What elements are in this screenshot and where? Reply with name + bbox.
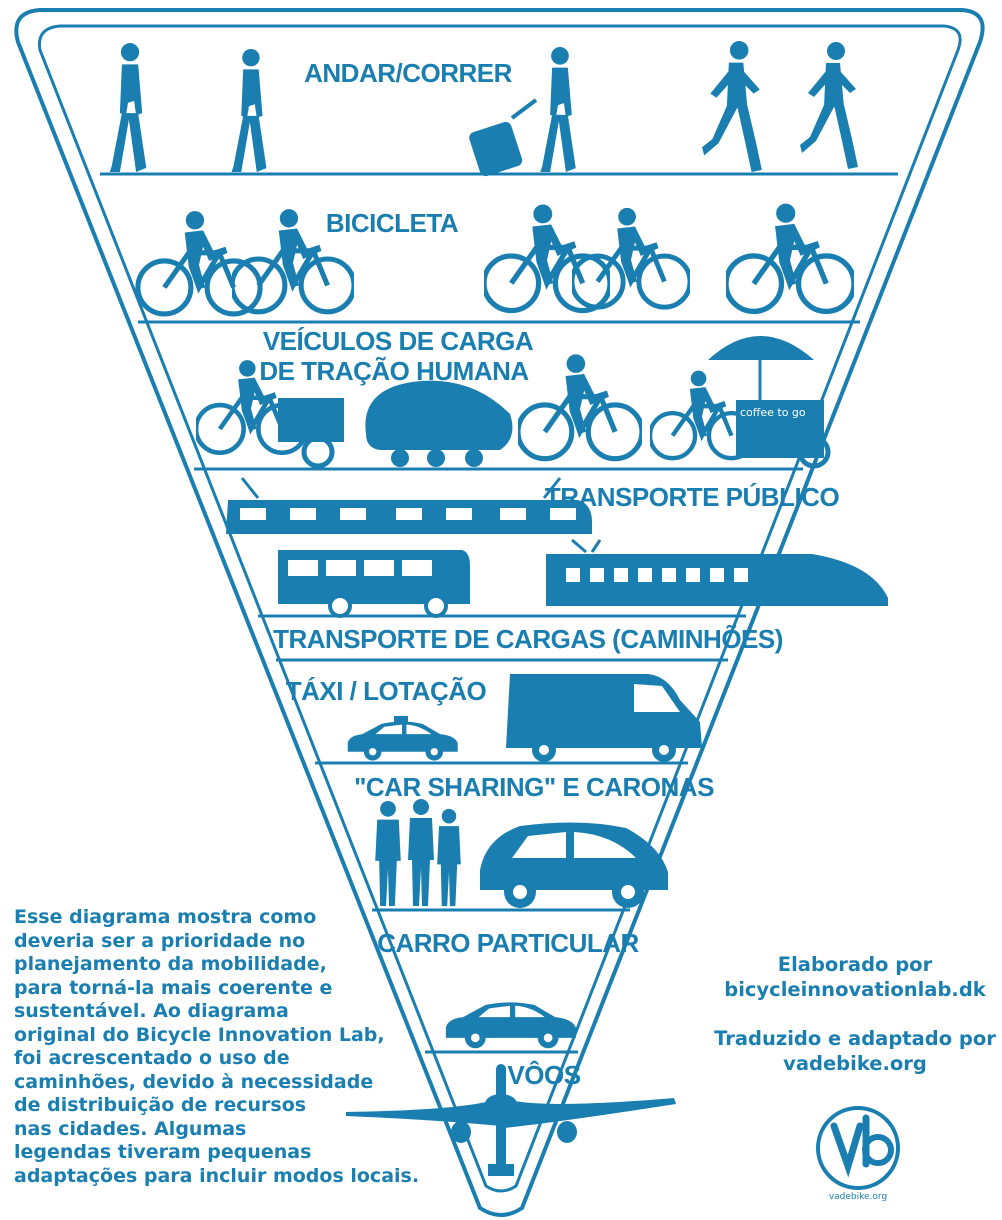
description-line: foi acrescentado o uso de bbox=[14, 1047, 290, 1069]
person-icon bbox=[375, 800, 401, 907]
tier-label-walking: ANDAR/CORRER bbox=[304, 58, 513, 88]
train-icon bbox=[546, 538, 888, 606]
vadebike-logo-icon bbox=[816, 1106, 900, 1190]
runner-woman-icon bbox=[800, 42, 858, 169]
credits-made-by-label: Elaborado por bbox=[777, 953, 933, 976]
credits-made-by-link[interactable]: bicycleinnovationlab.dk bbox=[724, 978, 986, 1001]
tier-label-freight: TRANSPORTE DE CARGAS (CAMINHÕES) bbox=[273, 624, 783, 654]
tier-freight: TRANSPORTE DE CARGAS (CAMINHÕES) bbox=[273, 624, 783, 654]
tier-label-car-sharing: "CAR SHARING" E CARONAS bbox=[354, 772, 714, 802]
description-line: legendas tiveram pequenas bbox=[14, 1141, 312, 1163]
taxi-icon bbox=[347, 716, 458, 761]
tier-car-sharing: "CAR SHARING" E CARONAS bbox=[354, 772, 715, 908]
tier-label-cargo-line-2: DE TRAÇÃO HUMANA bbox=[259, 356, 529, 386]
hatchback-car-icon bbox=[480, 822, 668, 908]
credits-block: Elaborado por bicycleinnovationlab.dk Tr… bbox=[708, 952, 1002, 1076]
description-line: Esse diagrama mostra como bbox=[14, 906, 317, 928]
description-line: de distribuição de recursos bbox=[14, 1094, 307, 1116]
person-icon bbox=[437, 808, 461, 907]
description-line: sustentável. Ao diagrama bbox=[14, 1000, 289, 1022]
tier-taxi: TÁXI / LOTAÇÃO bbox=[286, 674, 702, 762]
cargo-bike-icon bbox=[196, 360, 344, 469]
tier-label-public-transport: TRANSPORTE PÚBLICO bbox=[545, 482, 840, 512]
description-line: caminhões, devido à necessidade bbox=[14, 1070, 374, 1093]
tier-label-private-car: CARRO PARTICULAR bbox=[377, 928, 639, 958]
tier-label-bicycle: BICICLETA bbox=[326, 208, 459, 238]
tier-bicycle: BICICLETA bbox=[138, 204, 854, 314]
airplane-icon bbox=[346, 1064, 676, 1176]
credits-adapted-by-label: Traduzido e adaptado por bbox=[714, 1027, 996, 1050]
tier-walking: ANDAR/CORRER bbox=[109, 41, 858, 177]
walker-icon bbox=[109, 43, 147, 172]
traveler-with-suitcase-icon bbox=[469, 46, 576, 177]
description-line: original do Bicycle Innovation Lab, bbox=[14, 1023, 385, 1046]
description-line: deveria ser a prioridade no bbox=[14, 929, 306, 952]
description-text: Esse diagrama mostra como deveria ser a … bbox=[14, 906, 434, 1188]
walker-with-bag-icon bbox=[231, 48, 267, 173]
cyclist-icon bbox=[726, 204, 854, 312]
velomobile-icon bbox=[365, 380, 513, 467]
tier-cargo-vehicles: coffee to go VEÍCULOS DE CARGA DE TRAÇÃO… bbox=[196, 326, 831, 469]
tier-label-flights: VÔOS bbox=[507, 1060, 580, 1090]
tier-flights: VÔOS bbox=[346, 1060, 676, 1176]
tier-public-transport: TRANSPORTE PÚBLICO bbox=[226, 477, 888, 618]
description-line: para torná-la mais coerente e bbox=[14, 976, 333, 999]
credits-adapted-by-link[interactable]: vadebike.org bbox=[783, 1052, 927, 1075]
tier-label-cargo-line-1: VEÍCULOS DE CARGA bbox=[263, 326, 534, 356]
tier-label-taxi: TÁXI / LOTAÇÃO bbox=[286, 676, 487, 706]
tram-icon bbox=[226, 477, 592, 534]
cyclist-icon bbox=[572, 208, 690, 307]
cyclist-icon bbox=[518, 354, 642, 458]
private-car-icon bbox=[445, 1002, 576, 1049]
description-line: planejamento da mobilidade, bbox=[14, 953, 327, 975]
funnel-outline bbox=[14, 8, 985, 1217]
description-line: adaptações para incluir modos locais. bbox=[14, 1164, 420, 1187]
credits-spacer bbox=[708, 1002, 1002, 1026]
tier-private-car: CARRO PARTICULAR bbox=[377, 928, 640, 1049]
coffee-cart-bike-icon: coffee to go bbox=[650, 336, 831, 469]
bus-icon bbox=[278, 550, 470, 618]
van-icon bbox=[506, 674, 702, 762]
person-icon bbox=[408, 799, 434, 906]
logo-caption: vadebike.org bbox=[828, 1192, 888, 1202]
cart-sign: coffee to go bbox=[740, 406, 806, 419]
runner-icon bbox=[702, 41, 762, 172]
description-line: nas cidades. Algumas bbox=[14, 1117, 247, 1140]
